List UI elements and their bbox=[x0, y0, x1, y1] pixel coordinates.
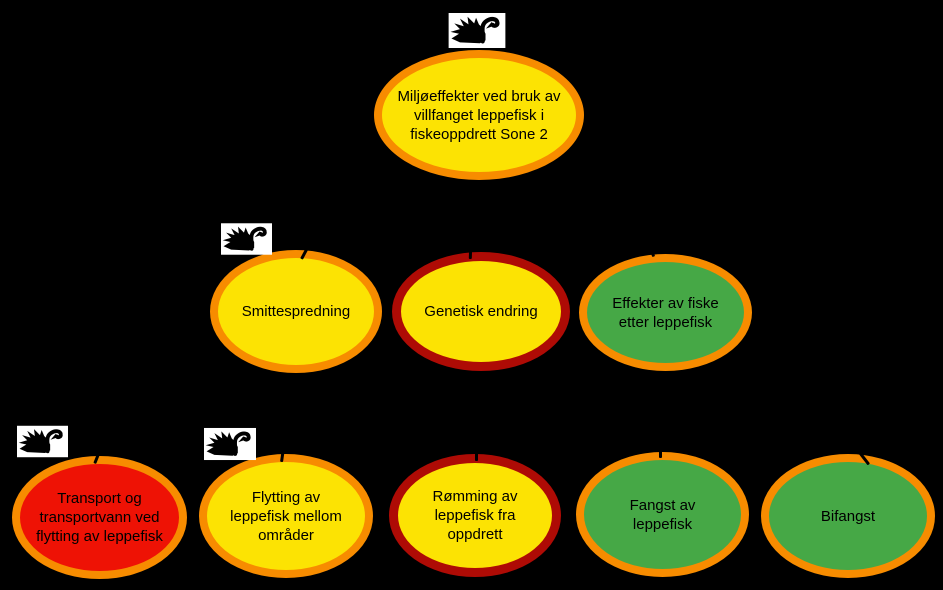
swan-logo-icon bbox=[17, 424, 68, 459]
node-label: Miljøeffekter ved bruk av villfanget lep… bbox=[397, 87, 561, 143]
node-label: Flytting av leppefisk mellom områder bbox=[230, 488, 342, 544]
node-effekter-av-fiske: Effekter av fiske etter leppefisk bbox=[579, 254, 752, 371]
node-smittespredning: Smittespredning bbox=[210, 250, 382, 373]
node-romming-av-leppefisk: Rømming av leppefisk fra oppdrett bbox=[389, 454, 561, 577]
swan-logo-icon bbox=[221, 221, 272, 257]
connector-notch bbox=[475, 448, 478, 461]
swan-logo-icon bbox=[204, 426, 256, 462]
node-genetisk-endring: Genetisk endring bbox=[392, 252, 570, 371]
node-label: Rømming av leppefisk fra oppdrett bbox=[432, 488, 518, 543]
node-label: Bifangst bbox=[820, 507, 876, 525]
node-label: Fangst av leppefisk bbox=[629, 496, 696, 533]
node-miljoeffekter-root: Miljøeffekter ved bruk av villfanget lep… bbox=[374, 50, 584, 180]
node-label: Effekter av fiske etter leppefisk bbox=[612, 294, 719, 331]
node-fangst-av-leppefisk: Fangst av leppefisk bbox=[576, 452, 749, 577]
connector-notch bbox=[468, 245, 473, 260]
node-label: Genetisk endring bbox=[424, 303, 538, 320]
node-transport-og-transportvann: Transport og transportvann ved flytting … bbox=[12, 456, 187, 579]
swan-logo-icon bbox=[448, 13, 506, 48]
node-label: Transport og transportvann ved flytting … bbox=[36, 490, 163, 545]
connector-notch bbox=[659, 445, 662, 458]
node-bifangst: Bifangst bbox=[761, 454, 935, 578]
node-label: Smittespredning bbox=[241, 303, 351, 320]
node-flytting-av-leppefisk: Flytting av leppefisk mellom områder bbox=[199, 454, 373, 578]
